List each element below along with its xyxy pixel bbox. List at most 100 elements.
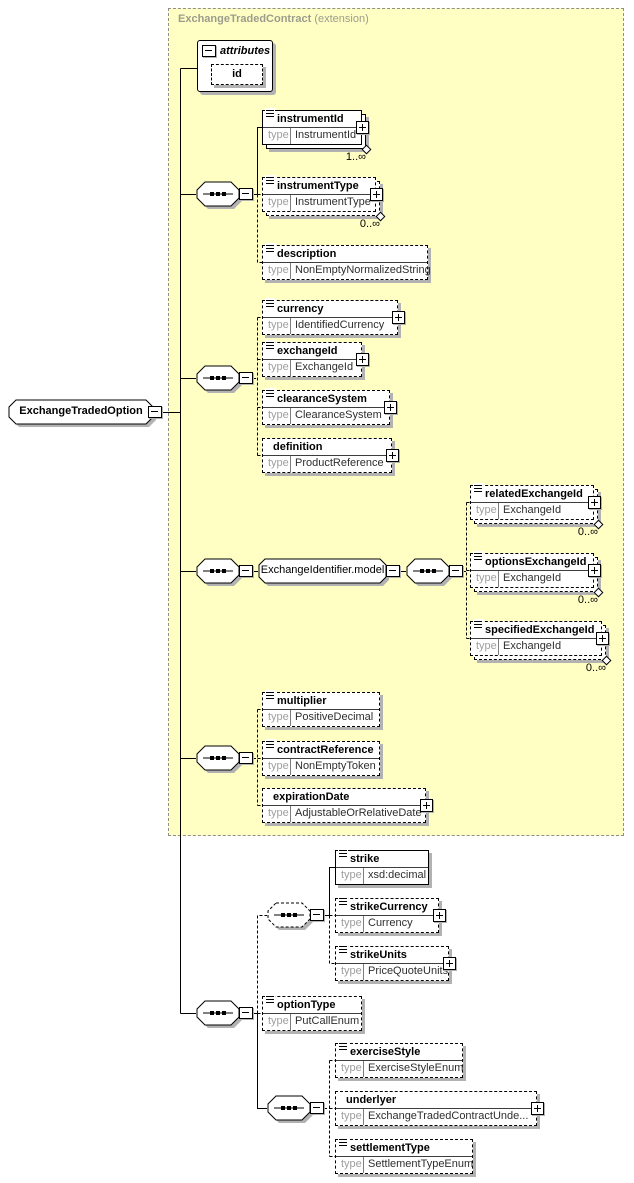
type-value: ExchangeId: [290, 360, 357, 376]
collapse-icon[interactable]: [148, 406, 162, 418]
element-name: relatedExchangeId: [485, 488, 583, 500]
type-label: type: [341, 1158, 362, 1170]
expand-icon[interactable]: [588, 564, 601, 577]
optional-sequence-connector: [267, 902, 327, 935]
type-value: InstrumentId: [290, 128, 360, 144]
occurrence-label: 0..∞: [577, 594, 598, 606]
type-label: type: [341, 917, 362, 929]
expand-icon[interactable]: [370, 188, 383, 201]
element-name: definition: [273, 441, 323, 453]
type-value: AdjustableOrRelativeDate: [290, 806, 426, 822]
expand-icon[interactable]: [356, 121, 369, 134]
type-value: NonEmptyNormalizedString: [290, 263, 435, 279]
type-label: type: [476, 640, 497, 652]
collapse-icon[interactable]: [239, 752, 253, 764]
collapse-icon[interactable]: [239, 1007, 253, 1019]
root-element-name: ExchangeTradedOption: [19, 405, 143, 417]
type-label: type: [341, 1110, 362, 1122]
collapse-icon[interactable]: [239, 188, 253, 200]
expand-icon[interactable]: [356, 353, 369, 366]
element-name: contractReference: [277, 744, 374, 756]
sequence-icon: [406, 558, 452, 586]
attribute-id[interactable]: id: [211, 64, 263, 85]
type-label: type: [268, 129, 289, 141]
attributes-box: attributes id: [197, 40, 273, 92]
type-value: PriceQuoteUnits: [363, 964, 452, 980]
extension-suffix: (extension): [311, 13, 369, 25]
type-value: SettlementTypeEnum: [363, 1157, 477, 1173]
type-label: type: [268, 760, 289, 772]
sequence-icon: [196, 558, 242, 586]
type-label: type: [268, 361, 289, 373]
collapse-icon[interactable]: [239, 565, 253, 577]
type-label: type: [268, 264, 289, 276]
collapse-icon[interactable]: [239, 372, 253, 384]
type-value: ProductReference: [290, 456, 388, 472]
annotation-icon: [265, 739, 275, 750]
collapse-icon[interactable]: [386, 565, 400, 577]
expand-icon[interactable]: [531, 1102, 544, 1115]
element-name: instrumentId: [277, 113, 344, 125]
annotation-icon: [473, 483, 483, 494]
root-element[interactable]: ExchangeTradedOption: [8, 399, 174, 429]
collapse-icon[interactable]: [310, 1102, 324, 1114]
expand-icon[interactable]: [596, 632, 609, 645]
element-name: multiplier: [277, 695, 327, 707]
annotation-icon: [265, 994, 275, 1005]
sequence-icon: [196, 181, 242, 209]
type-value: NonEmptyToken: [290, 759, 380, 775]
occurrence-label: 0..∞: [577, 526, 598, 538]
sequence-icon: [196, 1000, 242, 1028]
element-name: optionType: [277, 999, 336, 1011]
annotation-icon: [265, 175, 275, 186]
expand-icon[interactable]: [443, 957, 456, 970]
annotation-icon: [265, 298, 275, 309]
sequence-connector-6: [196, 1000, 256, 1033]
type-label: type: [476, 572, 497, 584]
annotation-icon: [265, 388, 275, 399]
element-name: optionsExchangeId: [485, 556, 587, 568]
collapse-icon[interactable]: [202, 45, 216, 57]
model-group-exchange-identifier[interactable]: ExchangeIdentifier.model: [258, 558, 406, 588]
expand-icon[interactable]: [420, 799, 433, 812]
occurrence-label: 0..∞: [359, 218, 380, 230]
element-name: specifiedExchangeId: [485, 624, 595, 636]
collapse-icon[interactable]: [449, 565, 463, 577]
expand-icon[interactable]: [384, 401, 397, 414]
type-label: type: [341, 869, 362, 881]
element-name: instrumentType: [277, 180, 359, 192]
occurrence-label: 1..∞: [345, 151, 366, 163]
expand-icon[interactable]: [386, 449, 399, 462]
expand-icon[interactable]: [433, 909, 446, 922]
collapse-icon[interactable]: [310, 909, 324, 921]
type-label: type: [268, 1015, 289, 1027]
type-value: Currency: [363, 916, 417, 932]
attributes-label: attributes: [220, 45, 271, 57]
element-name: strikeUnits: [350, 949, 407, 961]
expand-icon[interactable]: [588, 496, 601, 509]
expand-icon[interactable]: [392, 311, 405, 324]
annotation-icon: [338, 944, 348, 955]
annotation-icon: [473, 619, 483, 630]
type-value: IdentifiedCurrency: [290, 318, 388, 334]
